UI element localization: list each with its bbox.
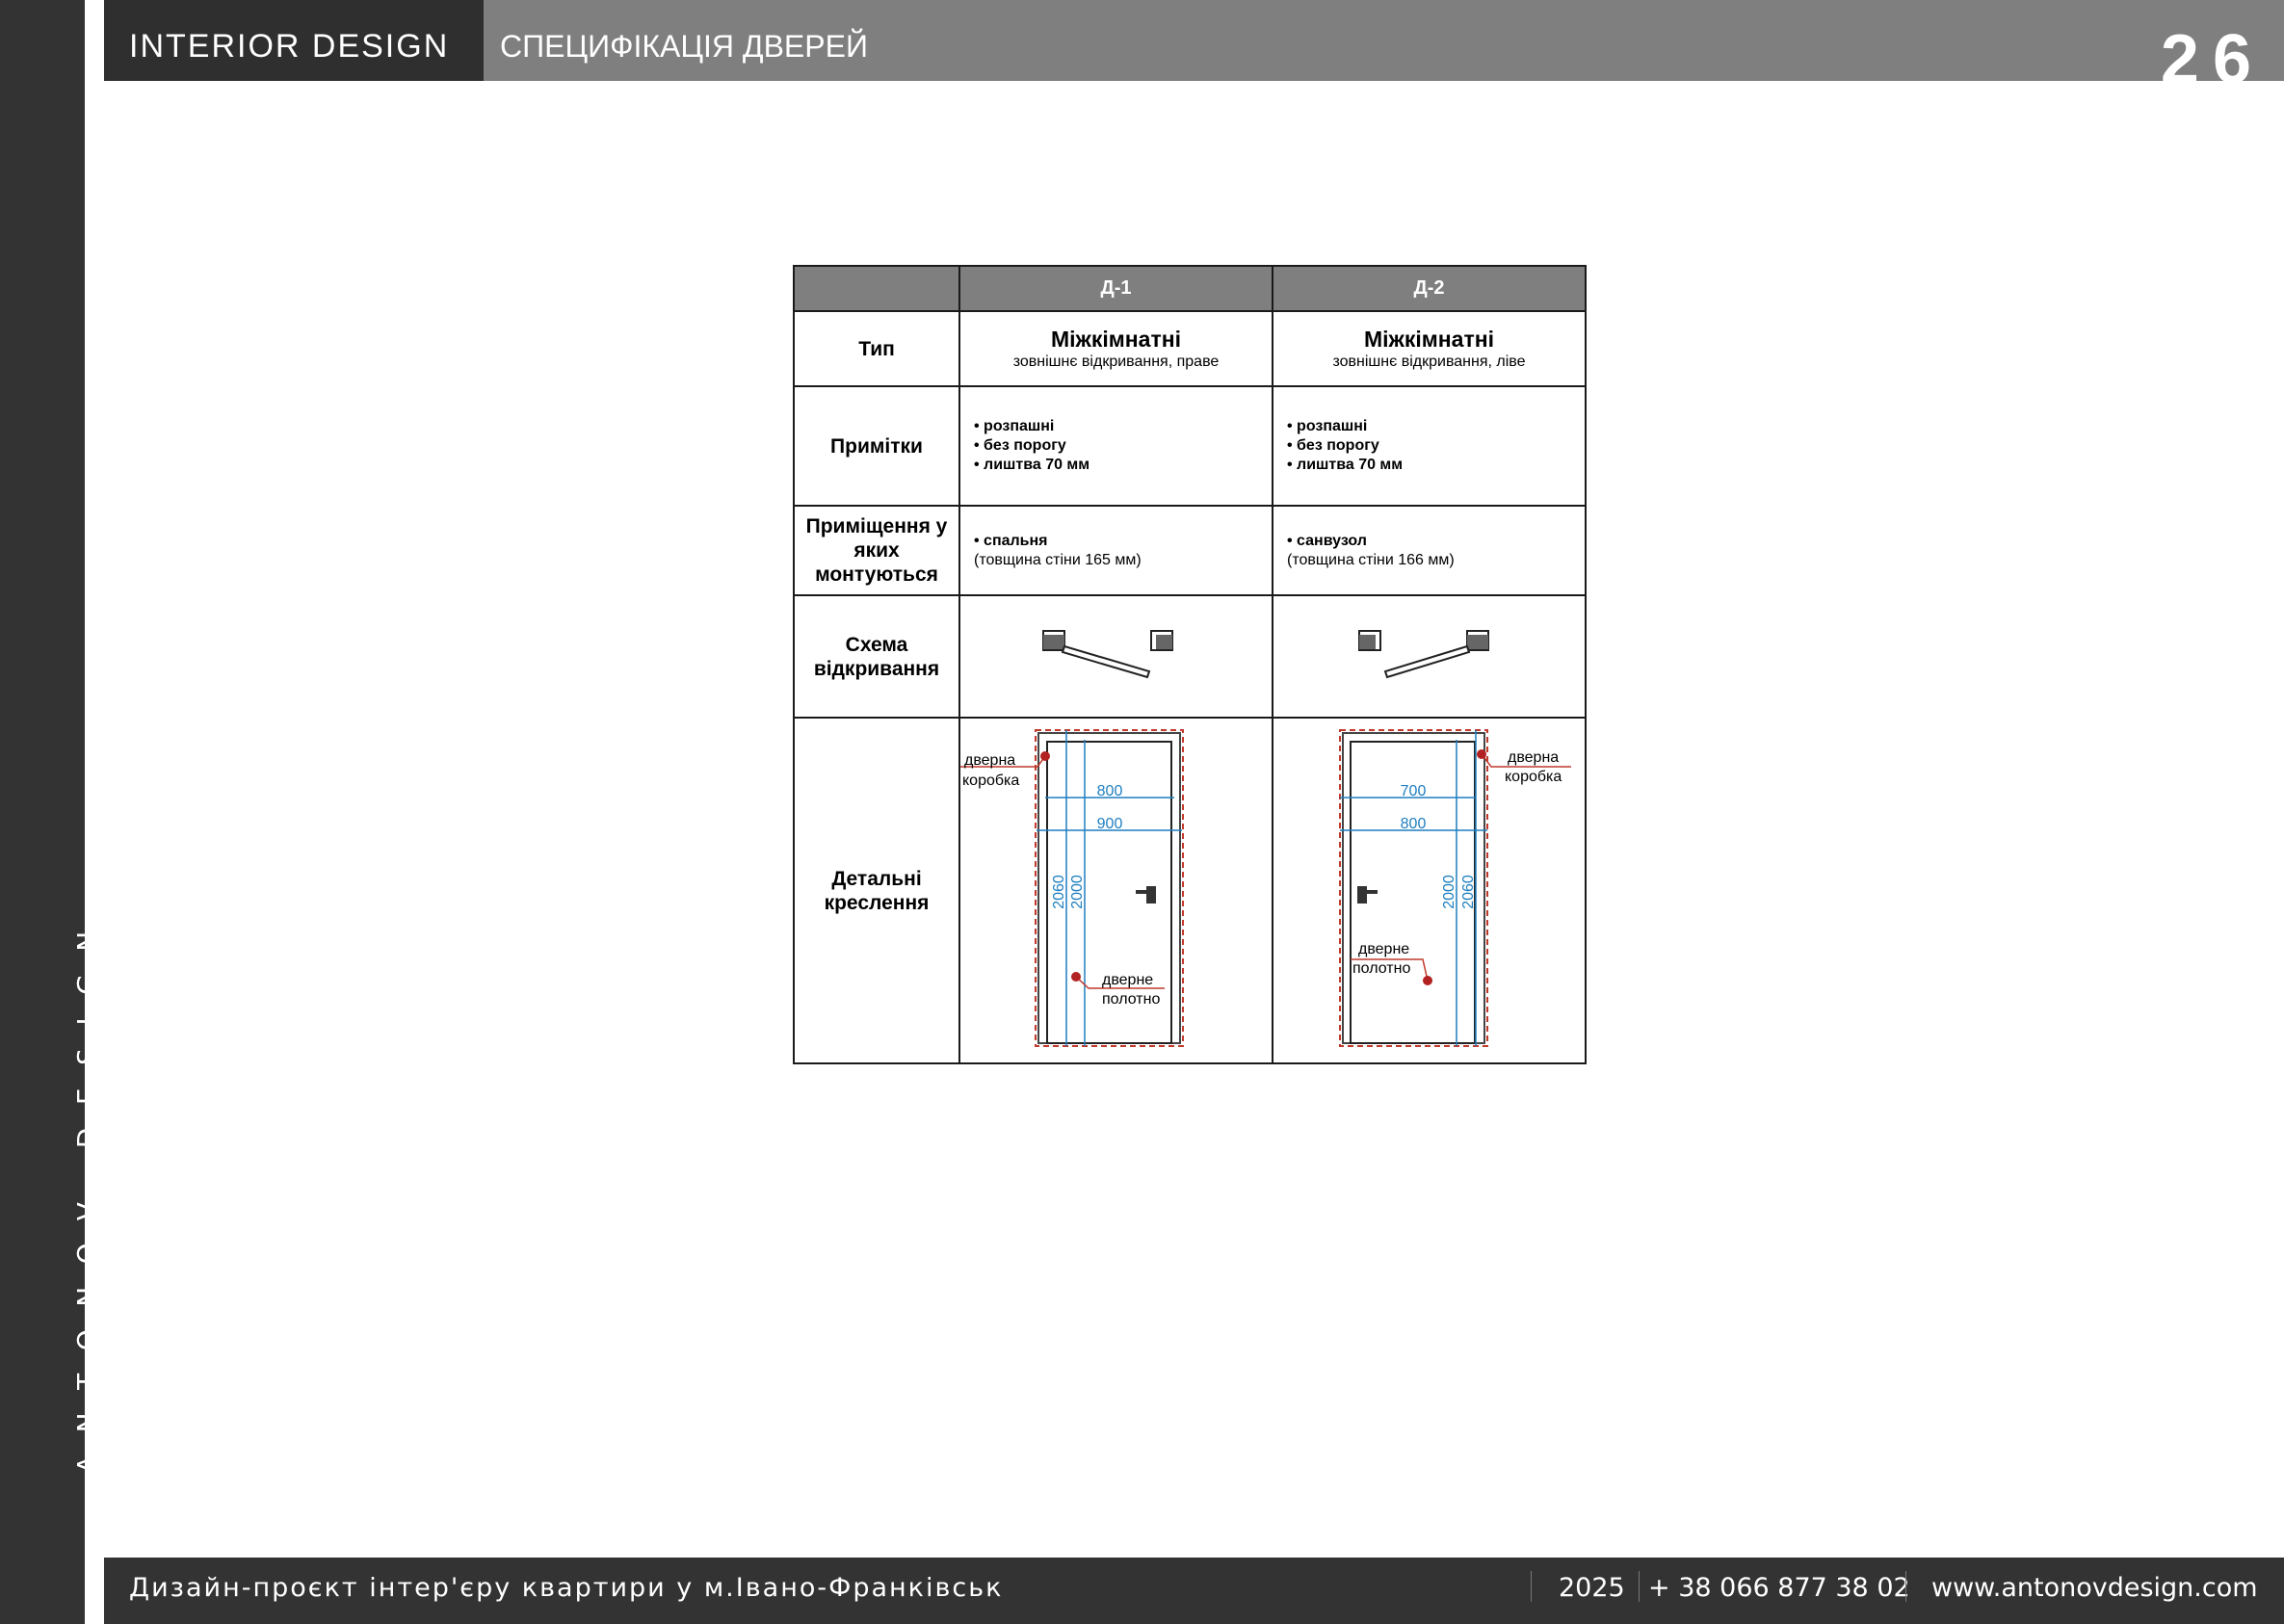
notes-d1: • розпашні • без порогу • лиштва 70 мм xyxy=(958,385,1273,507)
type-title: Міжкімнатні xyxy=(1363,327,1494,352)
leaf-label: дверне xyxy=(1358,941,1409,957)
scheme-d2 xyxy=(1272,594,1587,719)
frame-label: коробка xyxy=(1505,769,1562,785)
column-d1: Д-1 xyxy=(958,265,1273,312)
dim-label: 800 xyxy=(1097,783,1123,799)
type-subtitle: зовнішнє відкривання, ліве xyxy=(1332,354,1526,370)
type-row: Тип Міжкімнатні зовнішнє відкривання, пр… xyxy=(793,310,1587,387)
header-corner xyxy=(793,265,960,312)
footer-divider xyxy=(1639,1571,1640,1602)
table-header-row: Д-1 Д-2 xyxy=(793,265,1587,312)
dim-label: 700 xyxy=(1401,783,1427,799)
door-leaf xyxy=(1350,741,1476,1044)
dim-label: 900 xyxy=(1097,816,1123,832)
footer-divider xyxy=(1531,1571,1532,1602)
frame-label: дверна xyxy=(1508,749,1559,766)
type-label: Тип xyxy=(793,310,960,387)
leaf-label: полотно xyxy=(1102,991,1160,1008)
door-drawing-d2: 700 800 2000 2060 дверна коробка дверне … xyxy=(1339,729,1571,1047)
leader-line xyxy=(1351,958,1429,982)
wall-thickness: (товщина стіни 165 мм) xyxy=(974,551,1142,568)
type-subtitle: зовнішнє відкривання, праве xyxy=(1012,354,1220,370)
footer-year: 2025 xyxy=(1559,1573,1625,1603)
leader-line xyxy=(1481,753,1571,768)
type-title: Міжкімнатні xyxy=(1050,327,1181,352)
type-d1: Міжкімнатні зовнішнє відкривання, праве xyxy=(958,310,1273,387)
sidebar-brand: ANTONOV DESIGN xyxy=(71,908,103,1474)
opening-scheme-d1 xyxy=(1042,630,1173,679)
door-leaf-open xyxy=(1383,644,1471,679)
scheme-label: Схема відкривання xyxy=(793,594,960,719)
note-item: • лиштва 70 мм xyxy=(974,457,1090,473)
leader-dot xyxy=(1423,976,1432,985)
rooms-row: Приміщення у яких монтуються • спальня (… xyxy=(793,505,1587,596)
jamb-left-fill xyxy=(1359,635,1376,649)
room-name: • спальня xyxy=(974,532,1048,549)
type-d2: Міжкімнатні зовнішнє відкривання, ліве xyxy=(1272,310,1587,387)
door-drawing-d1: 800 900 2060 2000 дверна коробка дверне … xyxy=(960,729,1184,1047)
dim-label: 2060 xyxy=(1051,875,1067,909)
frame-label: коробка xyxy=(962,773,1019,789)
notes-d2: • розпашні • без порогу • лиштва 70 мм xyxy=(1272,385,1587,507)
door-leaf-open xyxy=(1061,644,1151,679)
leader-dot xyxy=(1477,749,1486,759)
opening-scheme-d2 xyxy=(1358,630,1489,679)
door-handle-icon xyxy=(1362,890,1378,894)
rooms-d1: • спальня (товщина стіни 165 мм) xyxy=(958,505,1273,596)
door-leaf xyxy=(1046,741,1172,1044)
sidebar: ANTONOV DESIGN xyxy=(0,0,103,1624)
door-handle-icon xyxy=(1136,890,1151,894)
jamb-right-fill xyxy=(1156,635,1172,649)
footer-bar: Дизайн-проєкт інтер'єру квартири у м.Іва… xyxy=(104,1558,2284,1624)
wall-thickness: (товщина стіни 166 мм) xyxy=(1287,551,1455,568)
note-item: • розпашні xyxy=(974,418,1055,434)
drawing-label: Детальні креслення xyxy=(793,717,960,1064)
note-item: • лиштва 70 мм xyxy=(1287,457,1404,473)
page-title: СПЕЦИФІКАЦІЯ ДВЕРЕЙ xyxy=(500,29,868,64)
drawing-d1: 800 900 2060 2000 дверна коробка дверне … xyxy=(958,717,1273,1064)
leader-dot xyxy=(1071,972,1081,982)
column-d2: Д-2 xyxy=(1272,265,1587,312)
dim-label: 2000 xyxy=(1069,875,1086,909)
jamb-left-fill xyxy=(1043,635,1064,649)
drawing-d2: 700 800 2000 2060 дверна коробка дверне … xyxy=(1272,717,1587,1064)
note-item: • без порогу xyxy=(974,437,1066,454)
leaf-label: дверне xyxy=(1102,972,1153,988)
note-item: • без порогу xyxy=(1287,437,1379,454)
rooms-d2: • санвузол (товщина стіни 166 мм) xyxy=(1272,505,1587,596)
leader-line xyxy=(1075,976,1165,989)
leaf-label: полотно xyxy=(1352,960,1410,977)
notes-label: Примітки xyxy=(793,385,960,507)
dim-label: 2000 xyxy=(1441,875,1457,909)
room-name: • санвузол xyxy=(1287,532,1367,549)
footer-project: Дизайн-проєкт інтер'єру квартири у м.Іва… xyxy=(129,1573,1004,1603)
notes-row: Примітки • розпашні • без порогу • лиштв… xyxy=(793,385,1587,507)
footer-website-link[interactable]: www.antonovdesign.com xyxy=(1931,1573,2258,1603)
leader-dot xyxy=(1040,751,1050,761)
door-handle-plate xyxy=(1146,886,1156,904)
door-spec-table: Д-1 Д-2 Тип Міжкімнатні зовнішнє відкрив… xyxy=(793,265,1587,1064)
dim-label: 2060 xyxy=(1460,875,1477,909)
door-handle-plate xyxy=(1357,886,1367,904)
footer-phone: + 38 066 877 38 02 xyxy=(1648,1573,1910,1603)
frame-label: дверна xyxy=(964,752,1015,769)
page-number: 26 xyxy=(2160,21,2265,98)
dim-label: 800 xyxy=(1401,816,1427,832)
jamb-right-fill xyxy=(1467,635,1488,649)
header-brand: INTERIOR DESIGN xyxy=(104,0,484,81)
footer-divider xyxy=(1905,1571,1906,1602)
rooms-label: Приміщення у яких монтуються xyxy=(793,505,960,596)
drawing-row: Детальні креслення 800 900 2060 2000 две… xyxy=(793,717,1587,1064)
note-item: • розпашні xyxy=(1287,418,1368,434)
scheme-row: Схема відкривання xyxy=(793,594,1587,719)
scheme-d1 xyxy=(958,594,1273,719)
